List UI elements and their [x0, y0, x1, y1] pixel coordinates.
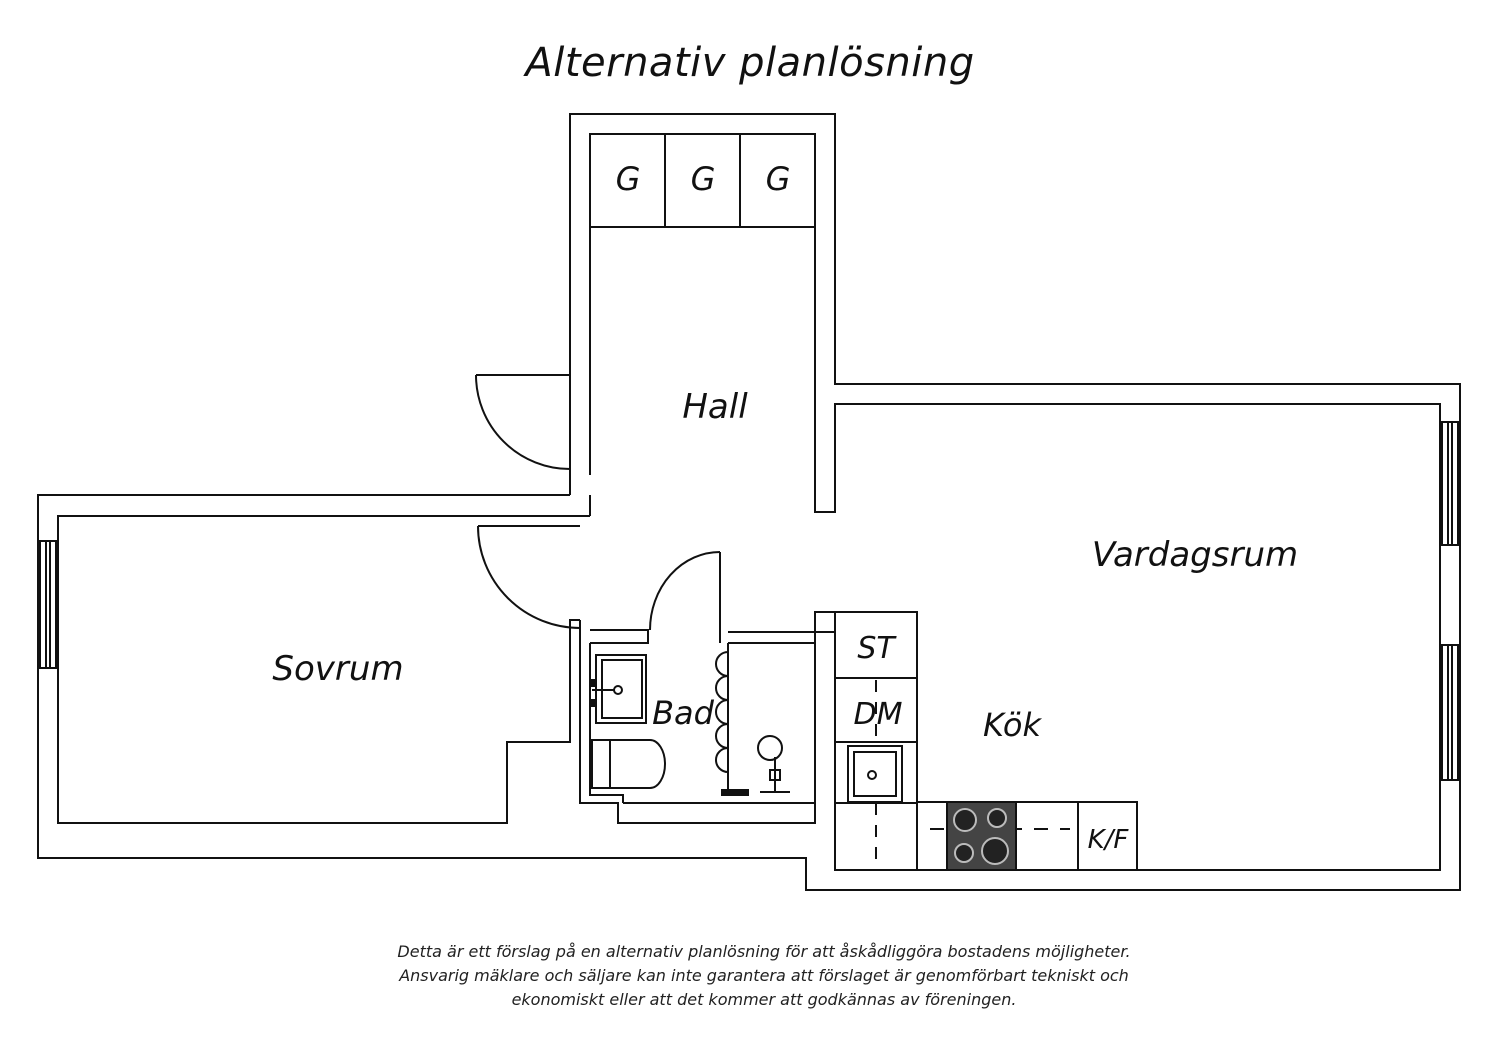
kitchen-label-st: ST [857, 631, 897, 666]
room-label-kok: Kök [983, 706, 1042, 744]
kitchen-label-kf: K/F [1088, 825, 1130, 855]
bad-door [649, 551, 721, 631]
bad-wall [579, 620, 816, 824]
window-vardagsrum-1 [1441, 421, 1459, 546]
toilet-icon [591, 739, 666, 789]
wardrobe-label-1: G [616, 160, 641, 198]
room-label-bad: Bad [652, 694, 715, 732]
kitchen-label-dm: DM [854, 697, 903, 732]
disclaimer-line-2: Ansvarig mäklare och säljare kan inte ga… [399, 966, 1129, 985]
plan-title: Alternativ planlösning [525, 40, 975, 86]
wardrobe-label-3: G [766, 160, 791, 198]
sink-bad [590, 654, 647, 724]
outer-wall [37, 113, 1461, 891]
room-label-sovrum: Sovrum [272, 649, 403, 689]
room-label-hall: Hall [682, 387, 748, 427]
shower-icon [757, 735, 790, 793]
sovrum-inner-wall [57, 515, 580, 824]
window-vardagsrum-2 [1441, 644, 1459, 781]
sovrum-door [477, 525, 581, 629]
hall-inner-wall [589, 133, 1441, 871]
room-label-vardagsrum: Vardagsrum [1092, 535, 1298, 575]
entrance-door [475, 374, 571, 470]
wardrobe-label-2: G [691, 160, 716, 198]
sink-kitchen [847, 745, 903, 803]
stove-icon [946, 801, 1017, 871]
disclaimer-line-3: ekonomiskt eller att det kommer att godk… [511, 990, 1017, 1009]
shower-curtain [715, 643, 749, 796]
window-sovrum [39, 540, 57, 669]
disclaimer-line-1: Detta är ett förslag på en alternativ pl… [397, 942, 1131, 961]
disclaimer: Detta är ett förslag på en alternativ pl… [300, 940, 1228, 1012]
